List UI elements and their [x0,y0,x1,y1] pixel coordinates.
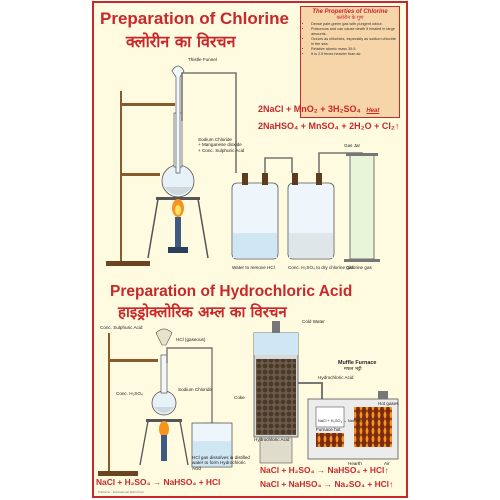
label-conc-h2so4: Conc. H₂SO₄ [116,391,143,396]
label-hearth: Hearth [348,461,362,466]
wash-bottle-water [231,173,279,260]
label-hydrochloric-acid-right: Hydrochloric Acid [318,375,354,380]
hcl-burner [139,419,189,466]
hcl-equation-left: NaCl + H₂SO₄ → NaHSO₄ + HCl [96,477,221,487]
label-conc-sulphuric: + Conc. Sulphuric Acid [198,147,245,153]
label-air: Air [384,461,390,466]
label-furnace-hot: Furnace hot [316,427,341,432]
label-conc-h2so4-dry: Conc. H₂SO₄ to dry chlorine gas [288,265,354,270]
label-sodium-chloride-text: Sodium Chloride [198,137,232,142]
property-item: Dense pale-green gas with pungent odour. [311,22,396,27]
label-small-reaction: NaCl + H₂SO₄ → NaHSO₄ [318,419,363,423]
label-muffle-furnace-hindi: मफल भट्टी [344,367,362,372]
label-gas-jar: Gas Jar [344,143,361,148]
property-item: It is 2.5 times heavier than air. [311,52,396,57]
properties-box: The Properties of Chlorine क्लोरीन के गु… [300,6,400,118]
delivery-tube [181,72,237,173]
apparatus-illustrations [98,65,399,476]
connector-tube-1 [264,157,293,173]
hcl-stand [98,333,158,476]
hcl-delivery-tube [166,347,213,423]
properties-heading: The Properties of Chlorine [312,9,388,15]
absorption-tower [253,321,299,464]
muffle-furnace [307,391,399,460]
label-hydrochloric-acid-left: Hydrochloric Acid [254,437,290,442]
title-chlorine: Preparation of Chlorine [100,9,289,28]
publisher-footer: Publisher · Educational Wall Chart [98,490,144,494]
label-chlorine-gas: Chlorine gas [346,265,372,270]
chlorine-equation-1-text: 2NaCl + MnO₂ + 3H₂SO₄ [258,104,361,114]
label-coke: Coke [234,395,245,400]
chlorine-equation-1: 2NaCl + MnO₂ + 3H₂SO₄ Heat [258,104,379,114]
hcl-equation-right-2: NaCl + NaHSO₄ → Na₂SO₄ + HCl↑ [260,479,394,489]
chart-poster: Preparation of Chlorine क्लोरीन का विरचन… [92,1,408,498]
dropping-funnel [155,328,173,346]
hcl-flask [151,354,177,416]
property-item: Poisonous and can cause death if inhaled… [311,27,396,37]
bunsen-burner-flame [168,199,188,253]
thistle-funnel [171,65,185,174]
title-hcl: Preparation of Hydrochloric Acid [110,283,353,300]
inverted-funnel-beaker [191,422,233,468]
label-thistle-funnel: Thistle Funnel [188,57,217,62]
label-hcl-gaseous: HCl (gaseous) [176,337,206,342]
property-item: Relative atomic mass 35.5 [311,47,396,52]
label-sodium-chloride-2: Sodium Chloride [178,387,212,392]
retort-stand [106,91,175,266]
tower-pipe [298,382,323,399]
label-conc-sulphuric-acid: Conc. Sulphuric Acid [100,325,143,330]
label-water-remove-hcl: Water to remove HCl [232,265,275,270]
heat-condition: Heat [366,108,380,114]
label-hcl-dissolves: HCl gas dissolves in distilled water to … [192,455,250,471]
hcl-equation-right-1: NaCl + H₂SO₄ → NaHSO₄ + HCl↑ [260,465,389,475]
label-muffle-furnace: Muffle Furnace [338,360,377,366]
property-item: Occurs as chlorides, especially as sodiu… [311,37,396,47]
title-chlorine-hindi: क्लोरीन का विरचन [126,32,236,51]
properties-list: Dense pale-green gas with pungent odour.… [304,22,396,57]
label-hot-gases: Hot gases [378,401,399,406]
wash-bottle-acid [287,173,335,260]
label-cold-water: Cold Water [302,319,325,324]
label-sodium-chloride: Sodium Chloride + Manganese dioxide + Co… [198,137,244,153]
title-hcl-hindi: हाइड्रोक्लोरिक अम्ल का विरचन [118,303,287,321]
properties-heading-hindi: क्लोरीन के गुण [336,15,364,21]
label-manganese-dioxide: + Manganese dioxide [198,142,242,148]
tripod [147,197,209,259]
chlorine-equation-2: 2NaHSO₄ + MnSO₄ + 2H₂O + Cl₂↑ [258,121,400,131]
gas-jar [344,153,380,262]
